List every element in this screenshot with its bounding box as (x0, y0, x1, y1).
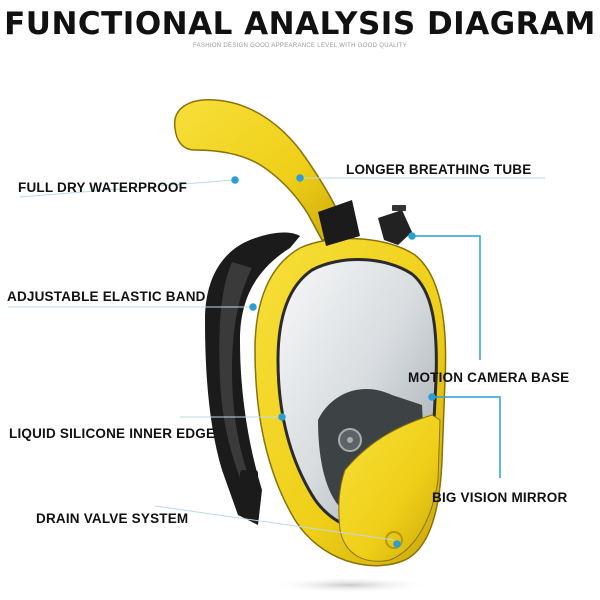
camera-mount (378, 210, 412, 245)
drain-dot (393, 540, 401, 548)
label-adjustable-elastic-band: ADJUSTABLE ELASTIC BAND (7, 289, 206, 304)
strap-clip (240, 470, 258, 510)
label-drain-valve-system: DRAIN VALVE SYSTEM (36, 511, 189, 526)
edge-dot (278, 413, 286, 421)
tube-dot (296, 174, 304, 182)
camera-dot (408, 232, 416, 240)
mirror-dot (428, 393, 436, 401)
label-full-dry-waterproof: FULL DRY WATERPROOF (18, 180, 188, 195)
band-dot (249, 303, 257, 311)
label-liquid-silicone-inner-edge: LIQUID SILICONE INNER EDGE (9, 426, 216, 441)
floor-shadow (270, 577, 430, 593)
chin-cover (338, 414, 441, 562)
label-big-vision-mirror: BIG VISION MIRROR (432, 490, 568, 505)
leader-lines (8, 174, 545, 548)
full-dry-dot (231, 176, 239, 184)
label-motion-camera-base: MOTION CAMERA BASE (408, 370, 570, 385)
page-subtitle: FASHION DESIGN GOOD APPEARANCE LEVEL WIT… (192, 43, 408, 49)
drain-valve-dot (385, 531, 403, 549)
page-title: FUNCTIONAL ANALYSIS DIAGRAM (4, 6, 596, 42)
label-longer-breathing-tube: LONGER BREATHING TUBE (346, 162, 532, 177)
elastic-strap-inner (219, 262, 252, 490)
tube-collar (318, 200, 360, 246)
